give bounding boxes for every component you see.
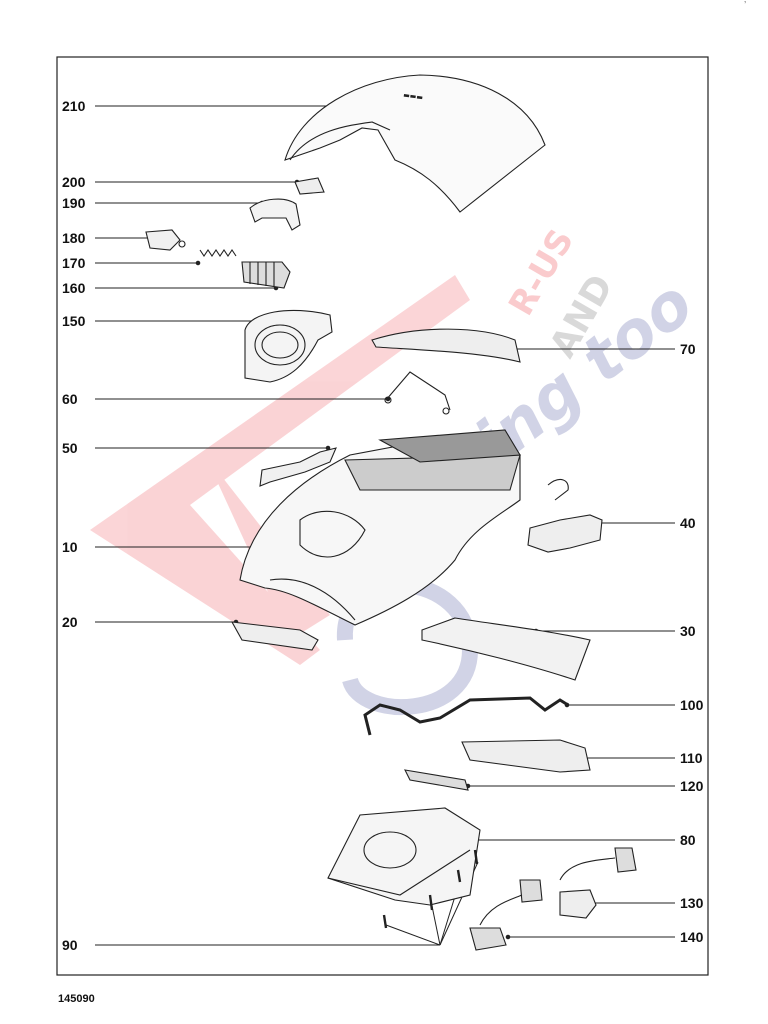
callout-60: 60 xyxy=(62,391,78,407)
part-200-pad xyxy=(294,177,325,195)
part-40-side-latch xyxy=(527,514,603,553)
callout-20: 20 xyxy=(62,614,78,630)
callout-140: 140 xyxy=(680,929,704,945)
callout-170: 170 xyxy=(62,255,86,271)
part-30-foam-pad xyxy=(421,617,591,681)
part-120-clip-rail xyxy=(404,769,469,791)
part-210-top-cover xyxy=(284,74,546,213)
part-140-plug xyxy=(469,927,507,951)
part-100-hose xyxy=(363,696,569,736)
callout-160: 160 xyxy=(62,280,86,296)
part-20-rail xyxy=(230,621,319,651)
part-80-base xyxy=(327,807,481,906)
callout-130: 130 xyxy=(680,895,704,911)
callout-50: 50 xyxy=(62,440,78,456)
callout-70: 70 xyxy=(680,341,696,357)
part-90-screws xyxy=(382,849,479,929)
part-130-connector xyxy=(559,889,597,919)
part-180-button xyxy=(145,229,181,251)
callout-90: 90 xyxy=(62,937,78,953)
callout-10: 10 xyxy=(62,539,78,555)
diagram-border xyxy=(56,56,709,976)
part-190-latch xyxy=(249,198,301,231)
callout-150: 150 xyxy=(62,313,86,329)
watermark-red-chevron xyxy=(90,275,470,665)
callout-40: 40 xyxy=(680,515,696,531)
part-170-spring xyxy=(199,249,237,257)
figure-code: 145090 xyxy=(58,993,95,1005)
part-210-logo: ▬▬▬ xyxy=(403,91,424,102)
part-110-holder xyxy=(461,739,591,773)
callout-180: 180 xyxy=(62,230,86,246)
callout-80: 80 xyxy=(680,832,696,848)
corner-mark: ’ xyxy=(744,0,747,11)
part-50-bracket xyxy=(259,447,337,487)
callout-30: 30 xyxy=(680,623,696,639)
callout-210: 210 xyxy=(62,98,86,114)
part-60-wire xyxy=(385,371,451,411)
callout-100: 100 xyxy=(680,697,704,713)
part-70-bar xyxy=(371,328,521,363)
callout-200: 200 xyxy=(62,174,86,190)
callout-110: 110 xyxy=(680,750,703,766)
callout-190: 190 xyxy=(62,195,86,211)
parts: ▬▬▬ xyxy=(145,74,637,951)
callout-120: 120 xyxy=(680,778,704,794)
